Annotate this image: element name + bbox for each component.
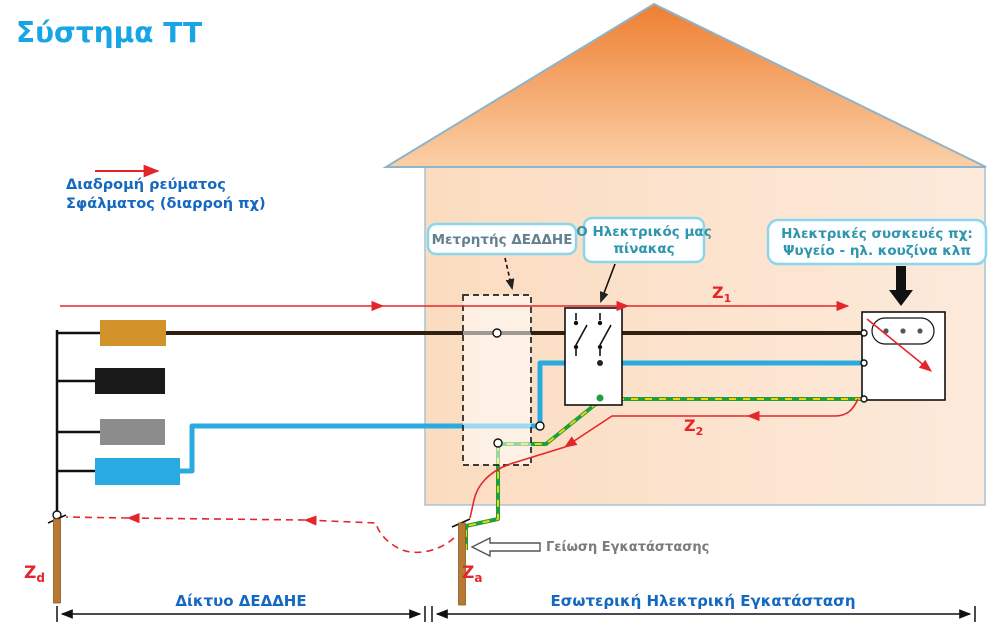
grounding-annotation: Γείωση Εγκατάστασης [470,536,709,558]
callout-meter-label: Μετρητής ΔΕΔΔΗΕ [432,232,573,248]
socket-pin-2 [900,328,906,334]
fault-current-paths [60,300,932,554]
socket-pin-1 [883,328,889,334]
winding-gray-block [100,419,165,445]
appliance-earth-terminal [860,395,868,403]
distribution-transformer [55,320,180,512]
house-roof [382,2,987,168]
callout-appliances-line1: Ηλεκτρικές συσκευές πχ: [781,226,973,242]
appliance-neutral-terminal [860,359,868,367]
legend-fault-current: Διαδρομή ρεύματος Σφάλματος (διαρροή πχ) [66,164,266,212]
panel-box [564,307,623,406]
breaker-pole-2 [597,313,612,356]
appliance-box [860,311,946,403]
meter-phase-terminal [492,328,502,338]
za-rod [458,522,466,606]
callout-meter-box [426,222,578,256]
callout-panel-line1: Ο Ηλεκτρικός μας [576,224,711,240]
callout-panel-line2: πίνακας [613,241,674,257]
fault-path-return-1 [746,398,859,422]
callout-panel-box [582,216,706,264]
zd-rod [53,518,61,604]
winding-phase-block [100,320,166,346]
callout-appliances: Ηλεκτρικές συσκευές πχ: Ψυγείο - ηλ. κου… [766,218,988,306]
earth-electrode-zd [47,510,67,604]
callout-panel: Ο Ηλεκτρικός μας πίνακας [576,216,712,304]
dimension-network: Δίκτυο ΔΕΔΔΗΕ [56,592,426,622]
fault-path-soil-1 [303,515,455,554]
dim-label-network: Δίκτυο ΔΕΔΔΗΕ [175,592,306,610]
grounding-block-arrow-icon [470,536,541,558]
callout-meter: Μετρητής ΔΕΔΔΗΕ [426,222,578,291]
label-za: Za [462,563,482,585]
callout-panel-pointer [599,263,616,304]
appliance-phase-terminal [860,329,868,337]
dim-label-installation: Εσωτερική Ηλεκτρική Εγκατάσταση [550,592,855,610]
fault-path-through-appliance [866,318,932,372]
legend-line1: Διαδρομή ρεύματος [66,177,226,193]
earth-electrode-za [451,518,471,606]
panel-earth-node [596,394,604,402]
winding-neutral-block [95,458,180,485]
panel-neutral-node [597,360,603,366]
callout-meter-pointer [504,257,515,291]
grounding-label: Γείωση Εγκατάστασης [546,540,709,555]
callout-appliances-box [766,218,988,266]
meter-dashed-box [462,294,532,466]
meter-earth-terminal [493,438,503,448]
fault-path-to-earth [469,446,566,519]
label-zd: Zd [24,563,45,585]
energy-meter [462,294,532,466]
legend-line2: Σφάλματος (διαρροή πχ) [66,196,266,212]
callout-appliances-line2: Ψυγείο - ηλ. κουζίνα κλπ [783,243,971,259]
fault-path-return-2 [563,415,748,448]
callout-appliances-pointer [889,266,913,306]
electrical-panel [564,307,623,406]
fault-path-soil-2 [126,513,306,524]
dimension-installation: Εσωτερική Ηλεκτρική Εγκατάσταση [431,592,976,622]
label-z1: Z1 [712,283,731,305]
winding-black-block [95,368,165,394]
socket-pin-3 [917,328,923,334]
label-z2: Z2 [684,416,703,438]
fault-path-soil-3 [65,516,129,519]
page-title: Σύστημα TT [16,16,202,49]
neutral-junction-terminal [535,421,545,431]
breaker-pole-1 [573,313,588,356]
